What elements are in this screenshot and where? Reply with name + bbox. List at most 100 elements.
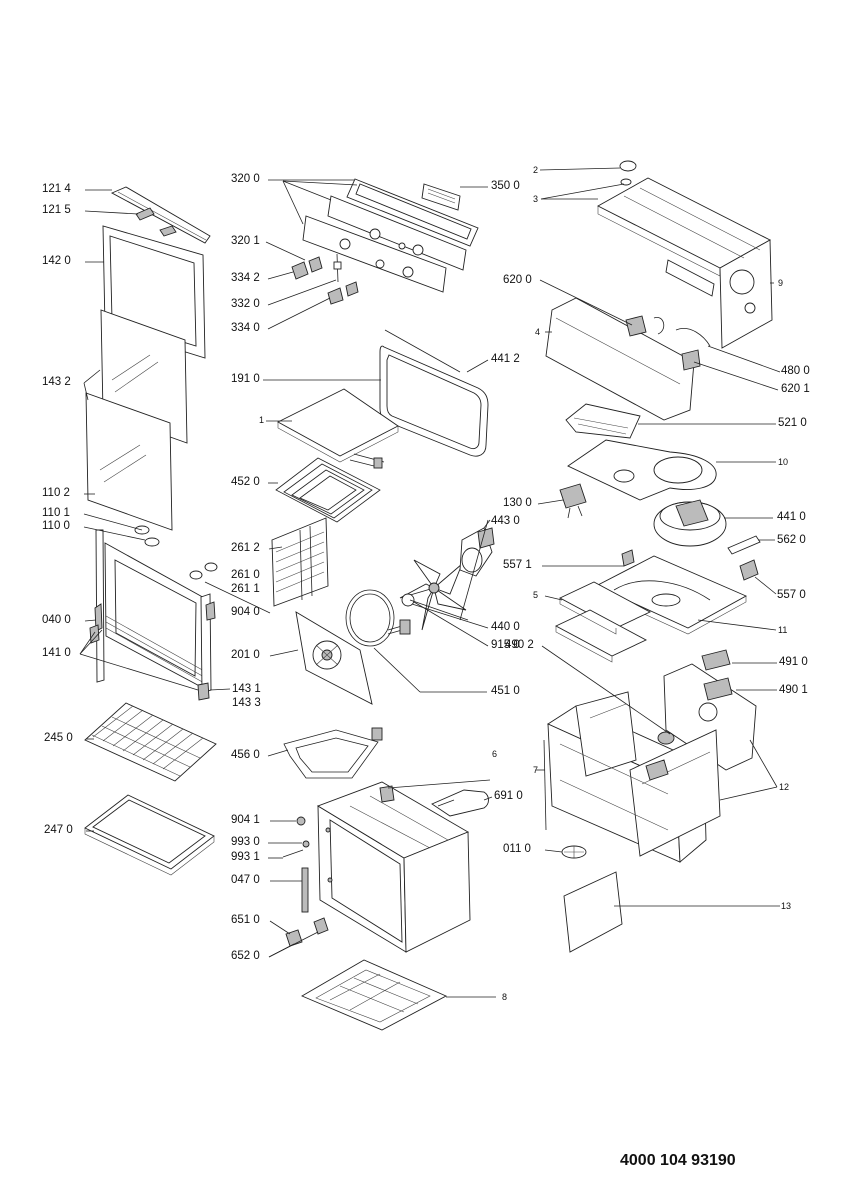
label-143-3: 143 3 bbox=[232, 697, 261, 709]
label-130-0: 130 0 bbox=[503, 497, 532, 509]
label-562-0: 562 0 bbox=[777, 534, 806, 546]
grill-bracket-part bbox=[431, 789, 489, 817]
label-110-1: 110 1 bbox=[42, 507, 70, 519]
label-3: 3 bbox=[533, 194, 539, 204]
label-557-0: 557 0 bbox=[777, 589, 806, 601]
label-620-1: 620 1 bbox=[781, 383, 810, 395]
thermostat-bulb-part bbox=[379, 785, 395, 803]
fan-cover-panel-part bbox=[295, 611, 373, 705]
label-261-2: 261 2 bbox=[231, 542, 260, 554]
label-247-0: 247 0 bbox=[44, 824, 73, 836]
label-491-0: 491 0 bbox=[779, 656, 808, 668]
oven-door-frame-part bbox=[89, 529, 216, 701]
leader-lines bbox=[79, 167, 781, 998]
label-121-5: 121 5 bbox=[42, 204, 71, 216]
oven-base-plate-part bbox=[300, 959, 448, 1031]
label-557-1: 557 1 bbox=[503, 559, 532, 571]
fan-housing-part bbox=[567, 439, 717, 501]
label-904-0: 904 0 bbox=[231, 606, 260, 618]
label-4: 4 bbox=[535, 327, 541, 337]
label-6: 6 bbox=[492, 749, 498, 759]
oven-cavity-part bbox=[316, 781, 471, 953]
inner-door-glass-part bbox=[85, 309, 188, 531]
cavity-top-insulation-part bbox=[594, 549, 759, 635]
label-142-0: 142 0 bbox=[42, 255, 71, 267]
label-191-0: 191 0 bbox=[231, 373, 260, 385]
label-441-0: 441 0 bbox=[777, 511, 806, 523]
bottom-panel-part bbox=[563, 871, 623, 953]
label-490-2-visible: 490 2 bbox=[505, 639, 534, 651]
label-110-0: 110 0 bbox=[42, 520, 70, 532]
duct-tube-part bbox=[727, 535, 761, 555]
label-334-0: 334 0 bbox=[231, 322, 260, 334]
top-heating-element-part bbox=[275, 453, 385, 523]
label-13: 13 bbox=[781, 901, 792, 911]
switch-bracket-part bbox=[545, 297, 711, 421]
label-143-2: 143 2 bbox=[42, 376, 71, 388]
fan-blade-part bbox=[399, 559, 467, 631]
control-panel-part bbox=[302, 178, 479, 293]
label-620-0: 620 0 bbox=[503, 274, 532, 286]
side-rails-part bbox=[271, 517, 329, 607]
terminal-block-part bbox=[701, 649, 731, 671]
label-993-0: 993 0 bbox=[231, 836, 260, 848]
label-451-0: 451 0 bbox=[491, 685, 520, 697]
door-top-trim-part bbox=[110, 186, 211, 244]
label-320-0: 320 0 bbox=[231, 173, 260, 185]
label-261-0: 261 0 bbox=[231, 569, 260, 581]
label-652-0: 652 0 bbox=[231, 950, 260, 962]
label-7: 7 bbox=[533, 765, 539, 775]
label-10: 10 bbox=[778, 457, 789, 467]
label-011-0: 011 0 bbox=[503, 843, 531, 855]
label-143-1: 143 1 bbox=[232, 683, 261, 695]
label-320-1: 320 1 bbox=[231, 235, 260, 247]
label-521-0: 521 0 bbox=[778, 417, 807, 429]
label-2: 2 bbox=[533, 165, 539, 175]
document-number: 4000 104 93190 bbox=[620, 1152, 736, 1169]
insulation-strips-part bbox=[554, 581, 652, 663]
label-915-0: 915 0 bbox=[491, 639, 520, 651]
label-201-0: 201 0 bbox=[231, 649, 260, 661]
baking-tray-part bbox=[84, 794, 215, 876]
fan-motor-part bbox=[459, 527, 495, 577]
label-993-1: 993 1 bbox=[231, 851, 260, 863]
label-456-0: 456 0 bbox=[231, 749, 260, 761]
door-gasket-part bbox=[379, 329, 489, 457]
label-480-0: 480 0 bbox=[781, 365, 810, 377]
label-12: 12 bbox=[779, 782, 790, 792]
cooling-fan-part bbox=[559, 483, 727, 547]
outer-casing-part bbox=[543, 691, 721, 863]
circular-heating-element-part bbox=[345, 589, 411, 647]
cavity-top-plate-part bbox=[277, 388, 399, 463]
label-1: 1 bbox=[259, 415, 265, 425]
label-490-1: 490 1 bbox=[779, 684, 808, 696]
top-cover-part bbox=[597, 160, 773, 349]
label-141-0: 141 0 bbox=[42, 647, 71, 659]
label-040-0: 040 0 bbox=[42, 614, 71, 626]
label-261-1: 261 1 bbox=[231, 583, 260, 595]
bottom-heating-element-part bbox=[283, 727, 383, 779]
control-board-part bbox=[565, 403, 641, 439]
label-110-2: 110 2 bbox=[42, 487, 70, 499]
label-350-0: 350 0 bbox=[491, 180, 520, 192]
label-443-0: 443 0 bbox=[491, 515, 520, 527]
label-245-0: 245 0 bbox=[44, 732, 73, 744]
label-440-0: 440 0 bbox=[491, 621, 520, 633]
label-8: 8 bbox=[502, 992, 508, 1002]
label-11: 11 bbox=[778, 625, 788, 635]
control-knobs-part bbox=[291, 253, 359, 305]
oven-rack-wire-part bbox=[84, 702, 217, 782]
label-5: 5 bbox=[533, 590, 539, 600]
label-691-0: 691 0 bbox=[494, 790, 523, 802]
label-334-2: 334 2 bbox=[231, 272, 260, 284]
label-452-0: 452 0 bbox=[231, 476, 260, 488]
label-332-0: 332 0 bbox=[231, 298, 260, 310]
label-651-0: 651 0 bbox=[231, 914, 260, 926]
label-121-4: 121 4 bbox=[42, 183, 71, 195]
foot-part bbox=[561, 845, 587, 859]
label-047-0: 047 0 bbox=[231, 874, 260, 886]
label-904-1: 904 1 bbox=[231, 814, 260, 826]
label-9: 9 bbox=[778, 278, 784, 288]
label-441-2: 441 2 bbox=[491, 353, 520, 365]
